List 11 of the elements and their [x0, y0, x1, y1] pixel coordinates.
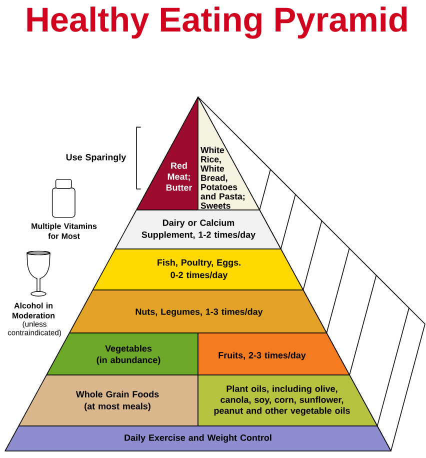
- label: Use Sparingly: [66, 154, 126, 162]
- pyramid-band: Fish, Poultry, Eggs. 0-2 times/day: [92, 248, 304, 290]
- pyramid-band: Daily Exercise and Weight Control: [4, 426, 392, 452]
- pyramid-band: Dairy or Calcium Supplement, 1-2 times/day: [114, 210, 282, 250]
- title: Healthy Eating Pyramid: [27, 6, 407, 39]
- pyramid-section: White Rice, White Bread, Potatoes and Pasta; Sweets: [198, 96, 260, 210]
- pyramid-section: Plant oils, including olive, canola, soy, corn, sunflower, peanut and other vegetable oils: [198, 374, 378, 426]
- pyramid-section: Red Meat; Butter: [136, 96, 198, 210]
- pyramid-section: Fruits, 2-3 times/day: [198, 332, 350, 376]
- pyramid-band: Nuts, Legumes, 1-3 times/day: [68, 290, 328, 334]
- pyramid-section: Whole Grain Foods (at most meals): [18, 374, 198, 426]
